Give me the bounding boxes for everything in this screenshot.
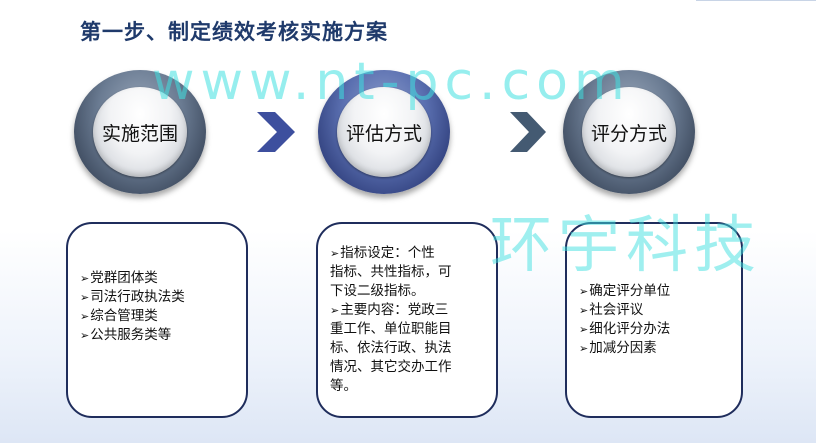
step-circle-method: 评估方式	[318, 70, 450, 194]
bullet-arrow-icon: ➢	[80, 291, 90, 304]
bullet-arrow-icon: ➢	[80, 272, 90, 285]
method-text: ➢指标设定：个性 指标、共性指标，可 下设二级指标。 ➢主要内容：党政三 重工作…	[330, 244, 452, 396]
method-box: ➢指标设定：个性 指标、共性指标，可 下设二级指标。 ➢主要内容：党政三 重工作…	[316, 222, 498, 418]
scoring-box: ➢确定评分单位 ➢社会评议 ➢细化评分办法 ➢加减分因素	[565, 222, 743, 418]
scope-box: ➢党群团体类 ➢司法行政执法类 ➢综合管理类 ➢公共服务类等	[66, 222, 248, 418]
bullet-arrow-icon: ➢	[80, 329, 90, 342]
bullet-arrow-icon: ➢	[579, 342, 589, 355]
list-item: ➢党群团体类	[80, 270, 158, 286]
bullet-arrow-icon: ➢	[330, 247, 340, 260]
slide-title: 第一步、制定绩效考核实施方案	[80, 20, 388, 44]
top-rule	[696, 0, 816, 7]
scope-list: ➢党群团体类 ➢司法行政执法类 ➢综合管理类 ➢公共服务类等	[80, 269, 185, 345]
step-circle-scope: 实施范围	[74, 70, 206, 194]
list-item: ➢综合管理类	[80, 308, 158, 324]
list-item: ➢加减分因素	[579, 340, 657, 356]
chevron-right-icon	[257, 112, 295, 152]
bullet-arrow-icon: ➢	[330, 304, 340, 317]
list-item: ➢社会评议	[579, 302, 644, 318]
list-item: ➢司法行政执法类	[80, 289, 185, 305]
step-label-scope: 实施范围	[101, 122, 178, 145]
list-item: ➢确定评分单位	[579, 283, 671, 299]
step-circle-scoring-center: 评分方式	[582, 87, 676, 177]
bullet-arrow-icon: ➢	[579, 304, 589, 317]
step-circle-scope-center: 实施范围	[93, 87, 187, 177]
bullet-arrow-icon: ➢	[579, 323, 589, 336]
list-item: ➢细化评分办法	[579, 321, 671, 337]
step-circle-scoring: 评分方式	[563, 70, 695, 194]
method-point-indicators: ➢指标设定：个性 指标、共性指标，可 下设二级指标。	[330, 245, 452, 299]
step-label-method: 评估方式	[345, 122, 422, 145]
list-item: ➢公共服务类等	[80, 327, 172, 343]
method-point-content: ➢主要内容：党政三 重工作、单位职能目 标、依法行政、执法 情况、其它交办工作 …	[330, 302, 452, 394]
chevron-right-icon	[510, 112, 546, 152]
step-circle-method-center: 评估方式	[337, 87, 431, 177]
bullet-arrow-icon: ➢	[579, 285, 589, 298]
step-label-scoring: 评分方式	[590, 122, 667, 145]
bullet-arrow-icon: ➢	[80, 310, 90, 323]
scoring-list: ➢确定评分单位 ➢社会评议 ➢细化评分办法 ➢加减分因素	[579, 282, 670, 358]
